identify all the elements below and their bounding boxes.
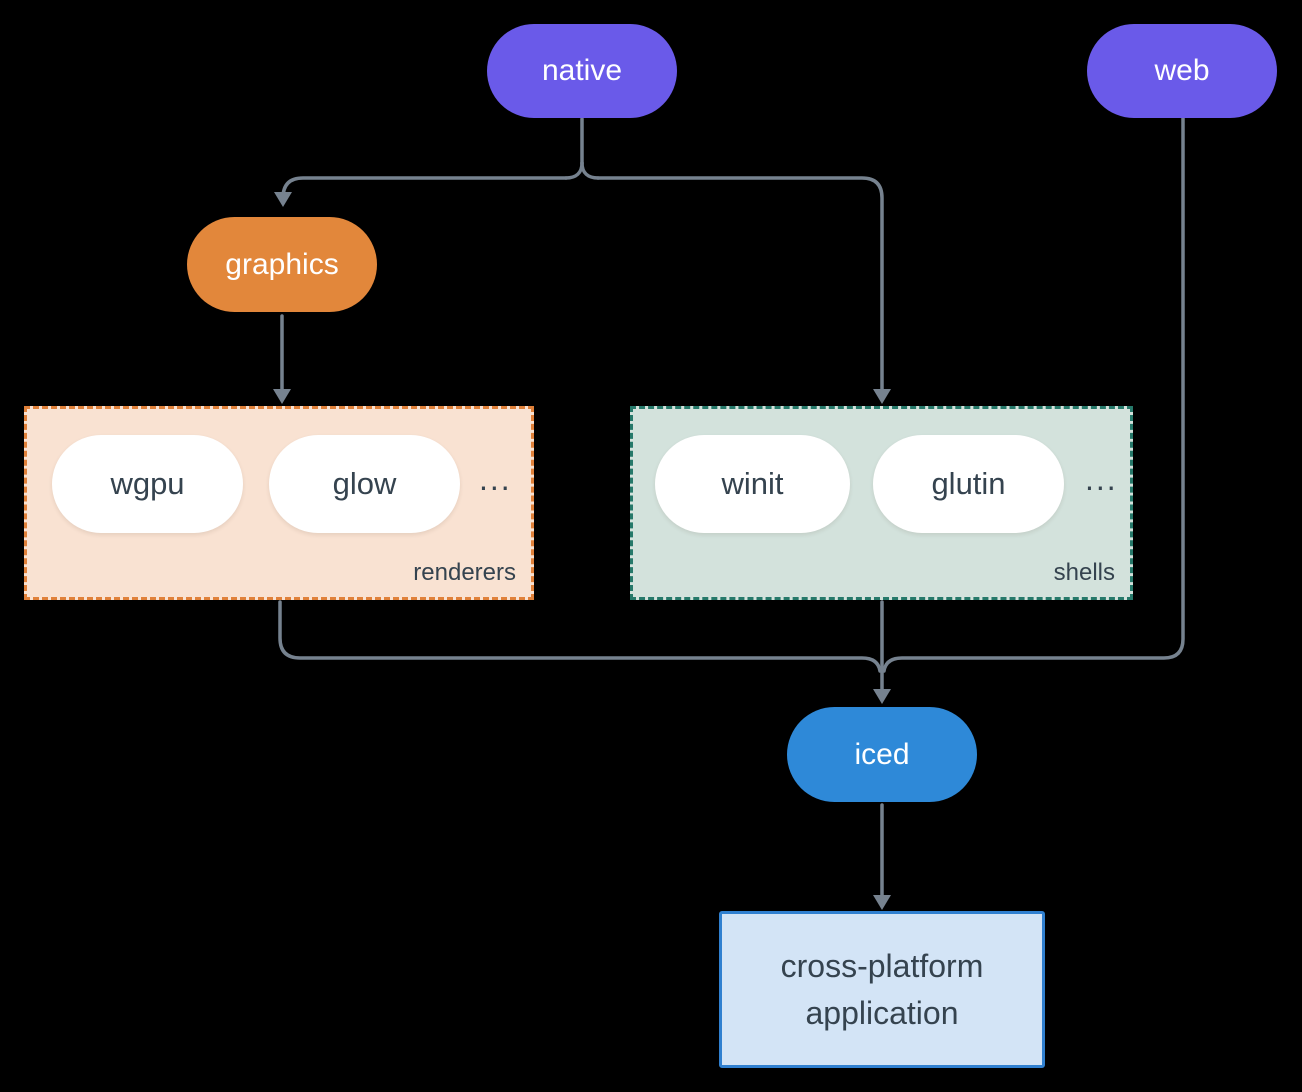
application-label-line2: application (805, 994, 959, 1031)
arrowhead-into-application (873, 895, 891, 910)
chip-glutin: glutin (873, 435, 1064, 533)
arrowhead-into-renderers (273, 389, 291, 404)
edge-renderers-to-merge (278, 600, 882, 673)
chip-winit: winit (655, 435, 850, 533)
group-renderers: wgpu glow ... renderers (24, 406, 534, 600)
edge-native-to-graphics (281, 176, 568, 199)
node-native-label: native (541, 54, 623, 87)
node-graphics: graphics (187, 217, 377, 312)
edge-native-to-shells (596, 176, 884, 391)
node-web-label: web (1154, 54, 1210, 87)
edge-fork-right-curve (580, 161, 600, 180)
renderers-group-label: renderers (413, 559, 516, 586)
arrowhead-into-graphics (274, 192, 292, 207)
node-native: native (487, 24, 677, 118)
chip-glutin-label: glutin (931, 466, 1006, 501)
application-label-line1: cross-platform (780, 948, 984, 985)
renderers-ellipsis: ... (479, 461, 512, 497)
node-graphics-label: graphics (225, 247, 339, 281)
chip-glow-label: glow (332, 466, 397, 501)
chip-winit-label: winit (721, 466, 784, 501)
edge-fork-left-curve (564, 161, 584, 180)
shells-group-label: shells (1053, 559, 1115, 586)
edge-web-to-merge (882, 116, 1185, 673)
chip-wgpu-label: wgpu (110, 466, 185, 501)
node-iced-label: iced (854, 737, 910, 771)
chip-wgpu: wgpu (52, 435, 243, 533)
node-application: cross-platform application (719, 911, 1045, 1068)
arrowhead-into-shells (873, 389, 891, 404)
node-iced: iced (787, 707, 977, 802)
arrowhead-into-iced (873, 689, 891, 704)
group-shells: winit glutin ... shells (630, 406, 1133, 600)
chip-glow: glow (269, 435, 460, 533)
shells-ellipsis: ... (1085, 461, 1118, 497)
node-web: web (1087, 24, 1277, 118)
